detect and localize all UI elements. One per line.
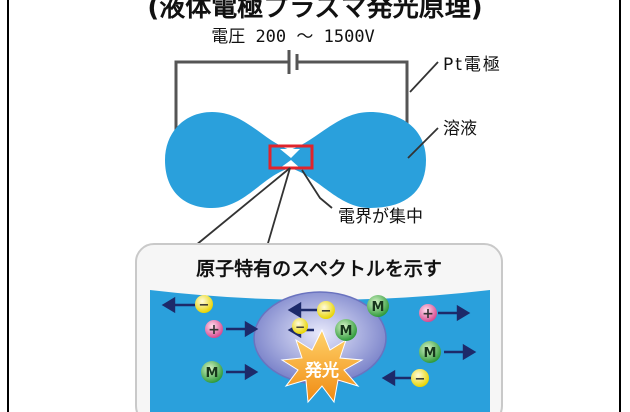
electron-particle: − [292,318,308,334]
figure-frame [7,0,621,412]
ion-particles: + + [205,304,437,338]
neck-gap [280,149,300,158]
electron-particle: − [411,369,429,387]
metal-particle: M [201,361,223,383]
svg-text:−: − [295,320,305,334]
svg-text:−: − [321,304,332,319]
svg-text:M: M [424,346,437,361]
electron-particle: − [317,301,335,319]
spectrum-label: 原子特有のスペクトルを示す [196,257,442,280]
metal-particle: M [335,319,357,341]
svg-text:M: M [206,366,219,381]
electrode-label: Pt電極 [443,55,502,75]
leader-lines [189,61,439,251]
electron-particle: − [195,295,213,313]
solution-label: 溶液 [443,119,477,139]
focus-box [268,144,314,170]
cut-title: (液体電極プラズマ発光原理) [147,0,482,23]
svg-text:−: − [415,372,426,387]
svg-text:M: M [340,324,353,339]
electron-particles: − − − − [195,295,429,387]
voltage-label: 電圧 200 〜 1500V [211,27,375,47]
solution-channel [165,112,426,208]
motion-arrows [161,296,477,387]
svg-text:+: + [208,322,220,338]
metal-particles: M M M M [201,295,441,383]
metal-particle: M [367,295,389,317]
ion-particle: + [419,304,437,322]
svg-text:M: M [372,300,385,315]
emission-burst [280,328,364,404]
field-label: 電界が集中 [338,207,423,227]
svg-text:−: − [199,298,210,313]
svg-text:+: + [422,306,434,322]
emission-label: 発光 [304,360,339,381]
ion-particle: + [205,320,223,338]
metal-particle: M [419,341,441,363]
